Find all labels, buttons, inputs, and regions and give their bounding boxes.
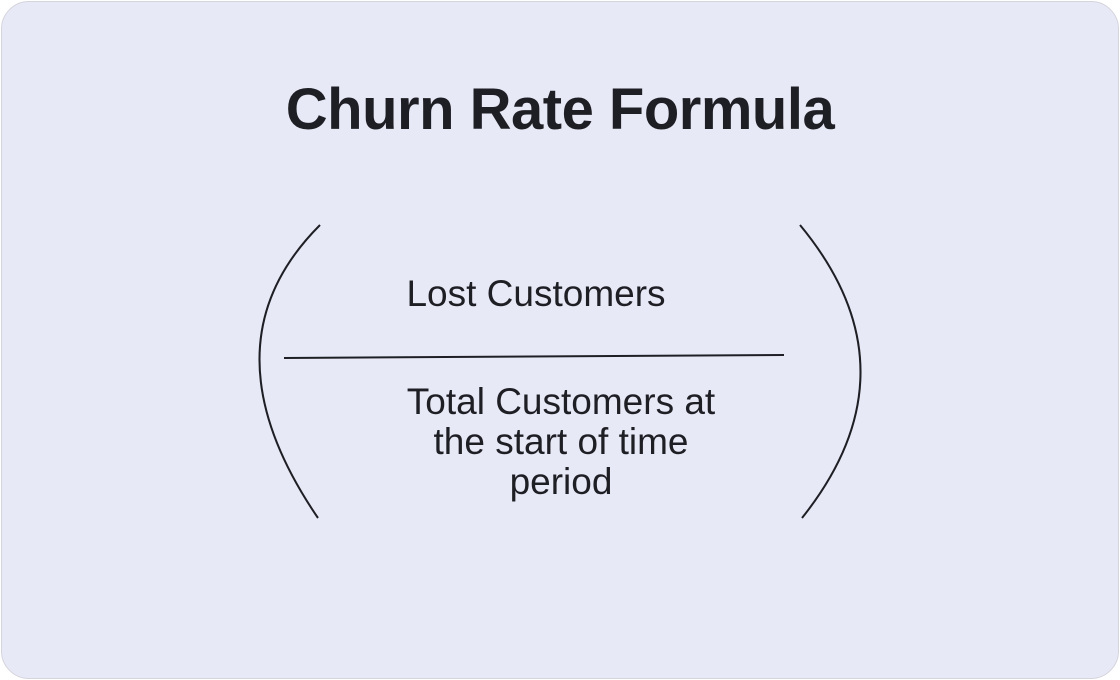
denominator-line: Total Customers at [406, 381, 716, 422]
right-parenthesis [799, 224, 862, 519]
page-title: Churn Rate Formula [285, 77, 835, 142]
denominator-line: the start of time [433, 421, 689, 462]
formula-numerator: Lost Customers [406, 273, 666, 314]
left-parenthesis [258, 224, 321, 519]
fraction-bar [283, 354, 785, 359]
formula-denominator: Total Customers at the start of time per… [311, 382, 811, 502]
denominator-line: period [509, 461, 613, 502]
